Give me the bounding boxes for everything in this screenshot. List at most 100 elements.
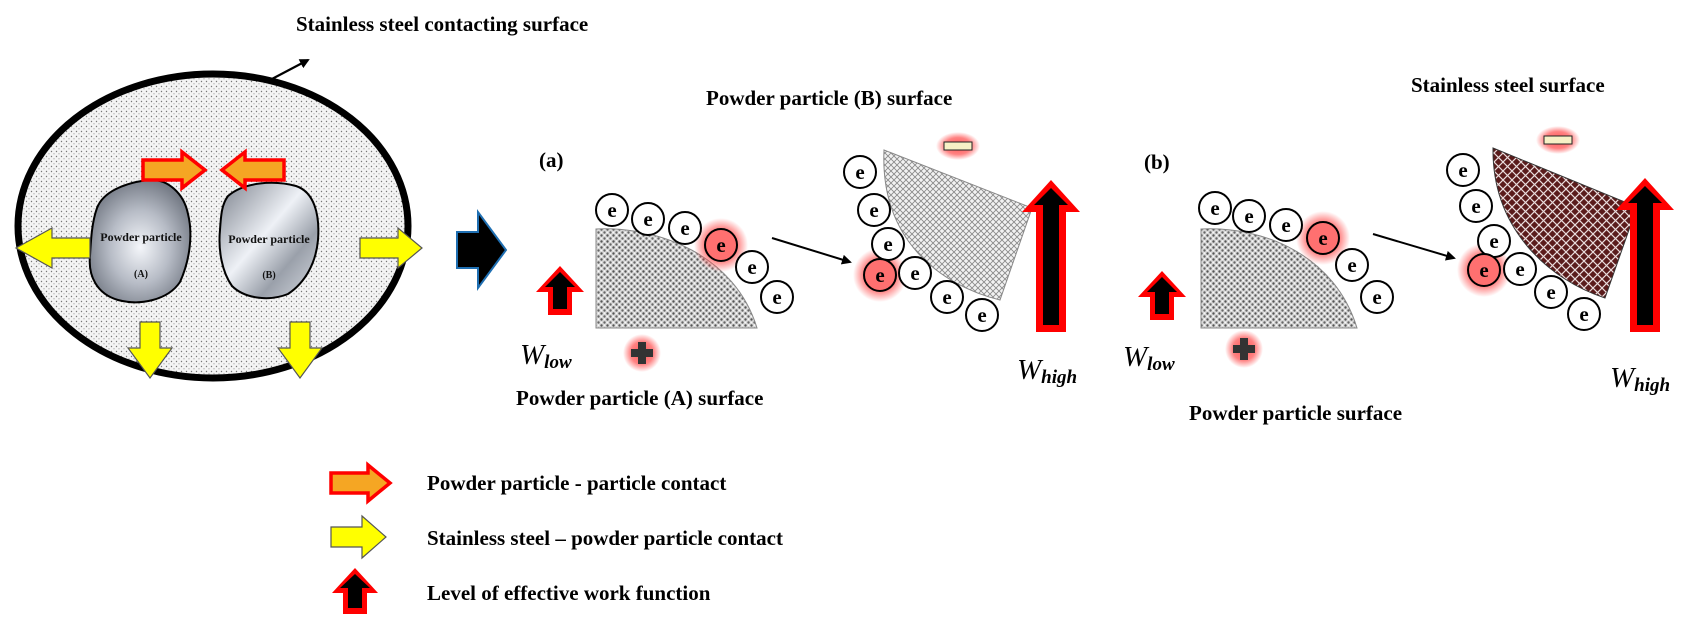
electron-charged <box>1467 253 1501 287</box>
yellow-contact-arrow-down-a <box>126 321 174 380</box>
orange-contact-arrow-right <box>141 148 208 192</box>
orange-contact-arrow-left <box>219 148 286 192</box>
w-low-label-b: Wlow <box>1123 341 1175 375</box>
electron-label: e <box>1458 158 1467 182</box>
electron-label: e <box>869 198 878 222</box>
panel-a-tag: (a) <box>539 148 564 172</box>
yellow-arrow-icon <box>330 514 387 560</box>
electron <box>930 280 964 314</box>
electron <box>898 256 932 290</box>
overview-vessel: Stainless steel contacting surface Powde… <box>14 12 588 382</box>
electron <box>595 193 629 227</box>
w-high-label-b: Whigh <box>1610 362 1670 396</box>
negative-charge-icon-a <box>936 132 980 160</box>
electron-label: e <box>680 216 689 240</box>
positive-charge-icon-b <box>1225 330 1263 368</box>
panel-a: (a) Powder particle (B) surface Powder p… <box>516 86 1080 410</box>
panel-b-tag: (b) <box>1144 150 1170 174</box>
electron <box>965 298 999 332</box>
orange-arrow-icon <box>329 461 393 505</box>
w-low-label-a: Wlow <box>520 339 572 373</box>
electron-label: e <box>1318 226 1327 250</box>
electron <box>1503 252 1537 286</box>
electron <box>735 250 769 284</box>
work-function-high-arrow-a <box>1022 180 1080 332</box>
stainless-steel-surface <box>1492 147 1638 299</box>
electron <box>1446 153 1480 187</box>
electron-label: e <box>875 263 884 287</box>
legend-item-steel-contact: Stainless steel – powder particle contac… <box>330 514 783 560</box>
panel-b-top-label: Stainless steel surface <box>1411 73 1605 97</box>
electron <box>760 280 794 314</box>
electron-label: e <box>883 232 892 256</box>
w-high-label-a: Whigh <box>1017 354 1077 388</box>
electron-label: e <box>1372 285 1381 309</box>
electron-label: e <box>607 198 616 222</box>
electron-label: e <box>942 285 951 309</box>
electron-label: e <box>1244 204 1253 228</box>
electron-label: e <box>855 160 864 184</box>
electron-label: e <box>1546 280 1555 304</box>
electron-label: e <box>1489 229 1498 253</box>
electron-chain-b-before: e e e e e e <box>1198 191 1394 314</box>
electron <box>631 202 665 236</box>
electron <box>1232 199 1266 233</box>
electron-label: e <box>643 207 652 231</box>
electron <box>668 211 702 245</box>
particle-a-name: Powder particle <box>100 230 182 244</box>
surface-pointer-arrow <box>269 59 310 81</box>
electron <box>843 155 877 189</box>
work-function-low-arrow-a <box>536 266 584 315</box>
electron <box>1534 275 1568 309</box>
electron <box>1360 280 1394 314</box>
legend-label: Level of effective work function <box>427 581 711 605</box>
electron <box>857 193 891 227</box>
electron-label: e <box>1347 253 1356 277</box>
legend-label: Powder particle - particle contact <box>427 471 726 495</box>
stainless-steel-vessel <box>14 70 412 382</box>
electron-label: e <box>1515 257 1524 281</box>
electron-charged <box>704 228 738 262</box>
electron-label: e <box>910 261 919 285</box>
electron <box>1198 191 1232 225</box>
legend: Powder particle - particle contact Stain… <box>329 461 783 614</box>
charge-transfer-arrow-b <box>1372 233 1456 261</box>
charge-transfer-arrow-a <box>771 237 852 265</box>
work-function-low-arrow-b <box>1138 271 1186 320</box>
yellow-contact-arrow-right <box>359 226 423 270</box>
electron <box>1459 189 1493 223</box>
legend-label: Stainless steel – powder particle contac… <box>427 526 783 550</box>
particle-a-tag: (A) <box>134 269 148 280</box>
electron <box>1335 248 1369 282</box>
electron-label: e <box>772 285 781 309</box>
particle-b-tag: (B) <box>262 270 275 281</box>
positive-charge-icon-a <box>623 334 661 372</box>
particle-b-name: Powder particle <box>228 232 310 246</box>
negative-charge-icon-b <box>1536 126 1580 154</box>
electron-label: e <box>1281 213 1290 237</box>
powder-particle-b <box>218 181 320 300</box>
electron <box>1269 208 1303 242</box>
electron-chain-a-before: e e e e e e <box>595 193 794 314</box>
electron-chain-a-after: e e e e e e e <box>843 155 999 332</box>
transition-arrow-icon <box>456 208 508 292</box>
electron-label: e <box>1579 302 1588 326</box>
panel-a-top-label: Powder particle (B) surface <box>706 86 952 110</box>
electron-charged <box>1306 221 1340 255</box>
red-black-up-arrow-icon <box>332 568 378 614</box>
electron-label: e <box>747 255 756 279</box>
work-function-high-arrow-b <box>1616 178 1674 332</box>
electron <box>1567 297 1601 331</box>
electron-label: e <box>1479 258 1488 282</box>
panel-a-bottom-label: Powder particle (A) surface <box>516 386 763 410</box>
legend-item-particle-contact: Powder particle - particle contact <box>329 461 726 505</box>
legend-item-work-function: Level of effective work function <box>332 568 711 614</box>
contact-surface-label: Stainless steel contacting surface <box>296 12 588 36</box>
yellow-contact-arrow-left <box>14 226 91 270</box>
electron-charged <box>863 258 897 292</box>
electron-label: e <box>716 233 725 257</box>
electron-chain-b-after: e e e e e e e <box>1446 153 1601 331</box>
yellow-contact-arrow-down-b <box>276 321 324 380</box>
electron-label: e <box>1210 196 1219 220</box>
